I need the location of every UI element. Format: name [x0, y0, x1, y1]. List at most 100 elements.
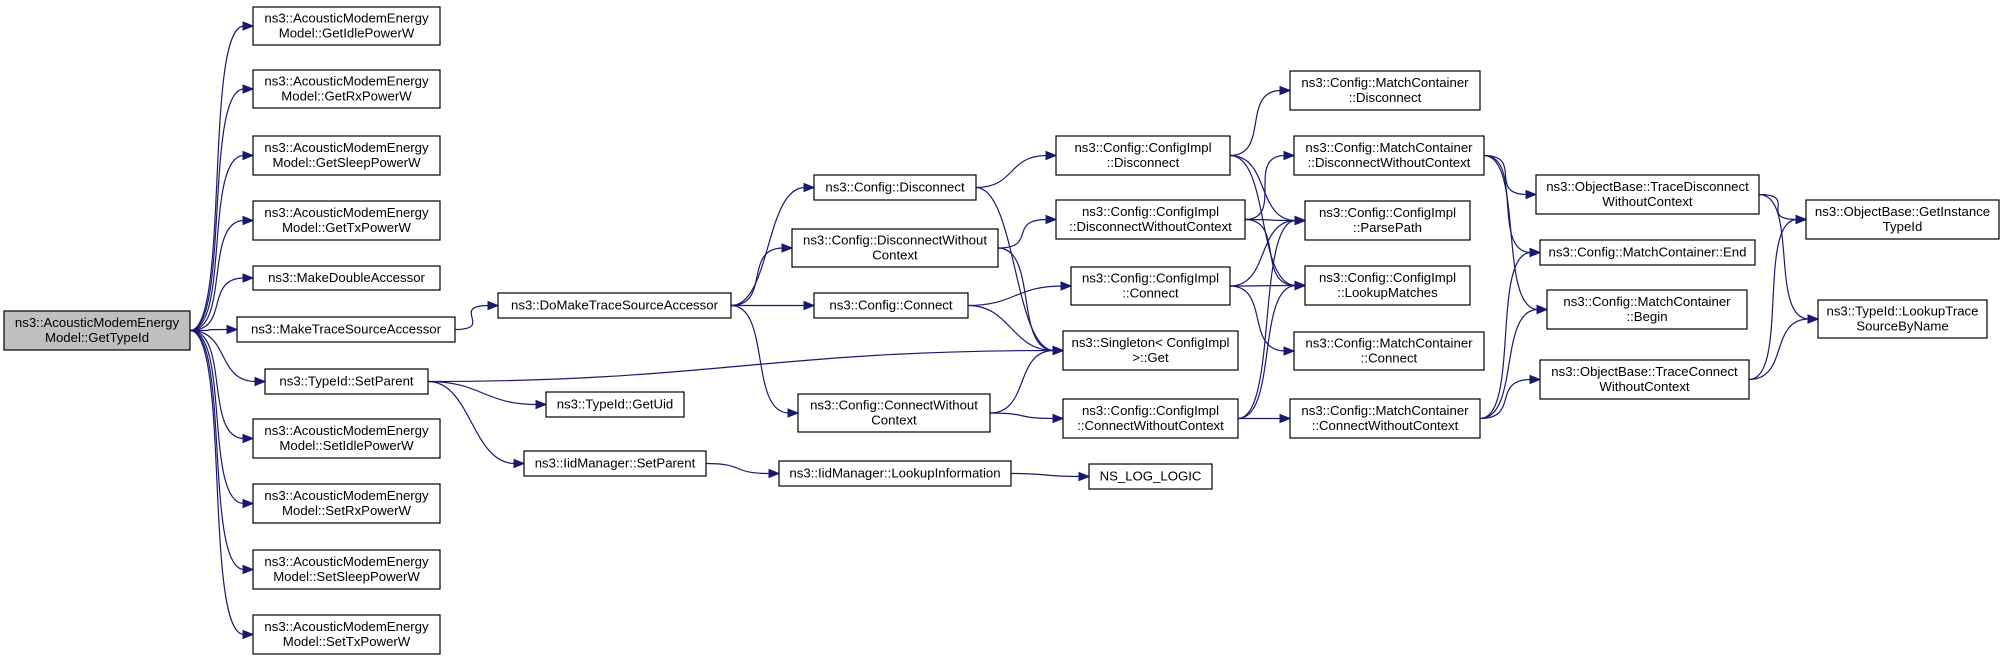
- node-label: ns3::AcousticModemEnergy: [264, 140, 429, 155]
- node-label: Model::SetRxPowerW: [282, 503, 412, 518]
- edge-line: [975, 186, 1055, 352]
- node-box: [1293, 135, 1485, 176]
- graph-node-impl-disconnect[interactable]: ns3::Config::ConfigImpl::Disconnect: [1055, 135, 1231, 176]
- edge-line: [1237, 219, 1297, 420]
- node-label: ::Connect: [1122, 286, 1179, 301]
- edge-line: [730, 247, 784, 307]
- graph-node-impl-disconnect-without-context[interactable]: ns3::Config::ConfigImpl::DisconnectWitho…: [1055, 199, 1246, 240]
- graph-node-get-sleep-power-w[interactable]: ns3::AcousticModemEnergyModel::GetSleepP…: [252, 135, 441, 176]
- node-label: ns3::Config::MatchContainer: [1305, 336, 1473, 351]
- graph-node-get-idle-power-w[interactable]: ns3::AcousticModemEnergyModel::GetIdlePo…: [252, 6, 441, 46]
- graph-node-config-disconnect-without-context[interactable]: ns3::Config::DisconnectWithoutContext: [791, 228, 999, 268]
- graph-node-type-id-get-uid[interactable]: ns3::TypeId::GetUid: [545, 391, 685, 418]
- node-label: ns3::MakeTraceSourceAccessor: [251, 322, 442, 337]
- edge-line: [1244, 218, 1297, 222]
- node-label: ns3::Config::ConfigImpl: [1082, 271, 1219, 286]
- edge-line: [189, 277, 245, 332]
- node-box: [1289, 398, 1481, 439]
- graph-node-get-rx-power-w[interactable]: ns3::AcousticModemEnergyModel::GetRxPowe…: [252, 69, 441, 109]
- node-label: ns3::Singleton< ConfigImpl: [1072, 335, 1230, 350]
- graph-node-ns-log-logic[interactable]: NS_LOG_LOGIC: [1088, 463, 1213, 490]
- graph-node-impl-connect-without-context[interactable]: ns3::Config::ConfigImpl::ConnectWithoutC…: [1062, 398, 1239, 439]
- call-edge: [189, 329, 255, 444]
- graph-node-set-tx-power-w[interactable]: ns3::AcousticModemEnergyModel::SetTxPowe…: [252, 614, 441, 655]
- arrowhead-icon: [242, 629, 255, 640]
- call-edge: [975, 150, 1058, 189]
- edge-line: [427, 380, 516, 465]
- arrowhead-icon: [1283, 150, 1296, 161]
- graph-node-make-trace-source-accessor[interactable]: ns3::MakeTraceSourceAccessor: [236, 316, 456, 343]
- graph-node-singleton-get[interactable]: ns3::Singleton< ConfigImpl >::Get: [1062, 330, 1239, 371]
- graph-node-do-make-trace-source-accessor[interactable]: ns3::DoMakeTraceSourceAccessor: [497, 292, 732, 319]
- graph-node-set-idle-power-w[interactable]: ns3::AcousticModemEnergyModel::SetIdlePo…: [252, 418, 441, 459]
- node-box: [1817, 299, 1988, 339]
- node-box: [797, 393, 991, 433]
- edge-line: [454, 304, 490, 331]
- graph-node-set-rx-power-w[interactable]: ns3::AcousticModemEnergyModel::SetRxPowe…: [252, 483, 441, 524]
- graph-node-impl-connect[interactable]: ns3::Config::ConfigImpl::Connect: [1070, 266, 1231, 306]
- edge-line: [427, 380, 538, 406]
- call-edge: [189, 324, 239, 335]
- graph-node-mc-disconnect-without-context[interactable]: ns3::Config::MatchContainer::DisconnectW…: [1293, 135, 1485, 176]
- node-label: WithoutContext: [1602, 194, 1692, 209]
- node-label: Context: [871, 413, 917, 428]
- graph-node-mc-begin[interactable]: ns3::Config::MatchContainer::Begin: [1546, 289, 1748, 330]
- node-label: Model::GetIdlePowerW: [279, 26, 415, 41]
- node-label: ns3::ObjectBase::TraceConnect: [1551, 364, 1738, 379]
- node-box: [236, 316, 456, 343]
- arrowhead-icon: [242, 564, 255, 575]
- node-label: Context: [872, 248, 918, 263]
- node-label: ns3::TypeId::SetParent: [279, 374, 413, 389]
- arrowhead-icon: [803, 300, 816, 311]
- graph-node-config-connect[interactable]: ns3::Config::Connect: [813, 292, 969, 319]
- node-label: ns3::Config::ConfigImpl: [1074, 140, 1211, 155]
- graph-node-iid-manager-lookup-information[interactable]: ns3::IidManager::LookupInformation: [778, 460, 1012, 487]
- call-edge: [189, 273, 255, 332]
- node-label: ns3::AcousticModemEnergy: [15, 315, 180, 330]
- arrowhead-icon: [242, 150, 255, 161]
- node-box: [813, 174, 977, 201]
- edge-line: [189, 329, 245, 571]
- call-edge: [1748, 214, 1808, 381]
- graph-node-mc-connect-without-context[interactable]: ns3::Config::MatchContainer::ConnectWith…: [1289, 398, 1481, 439]
- graph-node-type-id-set-parent[interactable]: ns3::TypeId::SetParent: [264, 368, 429, 395]
- node-label: ::ParsePath: [1353, 220, 1422, 235]
- node-box: [791, 228, 999, 268]
- node-box: [1070, 266, 1231, 306]
- edge-line: [1237, 284, 1297, 420]
- graph-node-config-connect-without-context[interactable]: ns3::Config::ConnectWithoutContext: [797, 393, 991, 433]
- edge-line: [730, 304, 790, 414]
- call-edge: [1244, 150, 1296, 221]
- graph-node-iid-manager-set-parent[interactable]: ns3::IidManager::SetParent: [523, 450, 707, 477]
- graph-node-set-sleep-power-w[interactable]: ns3::AcousticModemEnergyModel::SetSleepP…: [252, 549, 441, 590]
- graph-node-impl-parse-path[interactable]: ns3::Config::ConfigImpl::ParsePath: [1304, 200, 1471, 241]
- node-box: [252, 69, 441, 109]
- graph-node-mc-end[interactable]: ns3::Config::MatchContainer::End: [1539, 239, 1756, 266]
- call-edge: [189, 329, 255, 509]
- graph-node-mc-disconnect[interactable]: ns3::Config::MatchContainer::Disconnect: [1289, 70, 1481, 111]
- graph-node-ob-trace-connect-without-context[interactable]: ns3::ObjectBase::TraceConnectWithoutCont…: [1539, 359, 1750, 400]
- arrowhead-icon: [242, 84, 255, 94]
- node-label: ns3::IidManager::SetParent: [535, 456, 696, 471]
- graph-node-mc-connect[interactable]: ns3::Config::MatchContainer::Connect: [1293, 331, 1485, 371]
- graph-node-config-disconnect[interactable]: ns3::Config::Disconnect: [813, 174, 977, 201]
- node-label: ns3::Config::MatchContainer::End: [1549, 245, 1747, 260]
- node-label: ns3::ObjectBase::TraceDisconnect: [1546, 179, 1749, 194]
- node-label: ::LookupMatches: [1337, 285, 1438, 300]
- node-label: ns3::Config::ConfigImpl: [1082, 204, 1219, 219]
- graph-node-get-tx-power-w[interactable]: ns3::AcousticModemEnergyModel::GetTxPowe…: [252, 200, 441, 241]
- call-edge: [1010, 471, 1091, 482]
- arrowhead-icon: [242, 433, 255, 444]
- call-edge: [427, 380, 526, 469]
- edge-line: [1758, 193, 1798, 221]
- node-box: [1546, 289, 1748, 330]
- graph-node-make-double-accessor[interactable]: ns3::MakeDoubleAccessor: [252, 265, 441, 291]
- graph-node-impl-lookup-matches[interactable]: ns3::Config::ConfigImpl::LookupMatches: [1304, 265, 1471, 306]
- node-label: ns3::Config::Connect: [829, 298, 952, 313]
- graph-node-ob-trace-disconnect-without-context[interactable]: ns3::ObjectBase::TraceDisconnectWithoutC…: [1535, 174, 1760, 215]
- node-label: ns3::Config::ConfigImpl: [1319, 270, 1456, 285]
